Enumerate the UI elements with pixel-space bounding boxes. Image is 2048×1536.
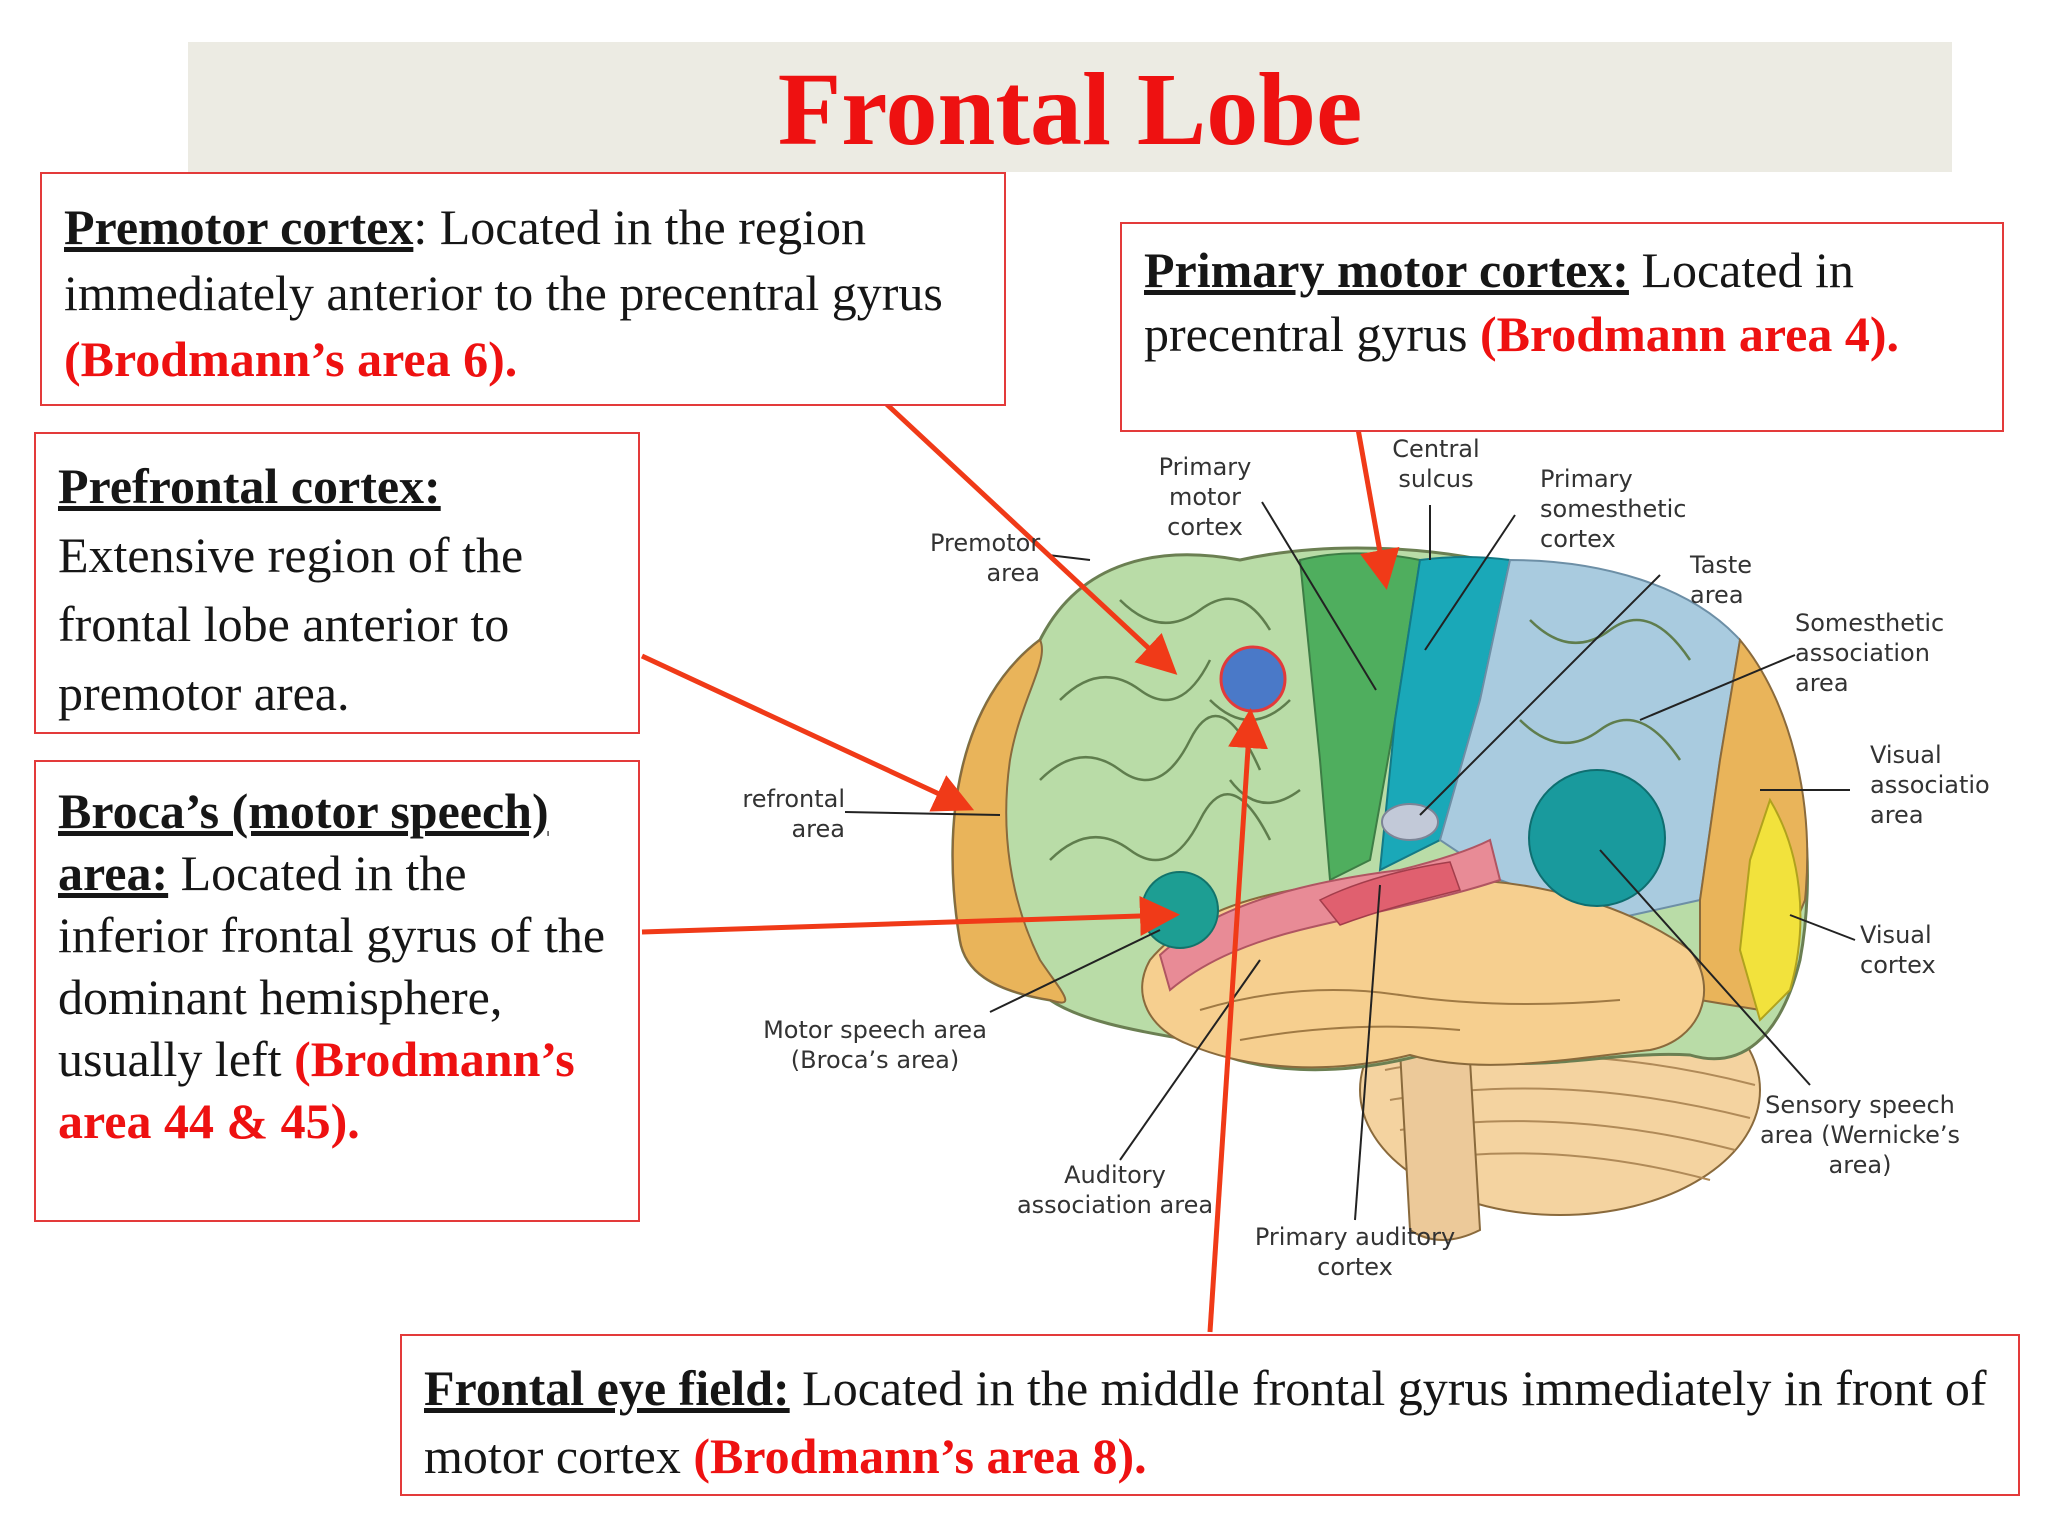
title-bar — [188, 42, 1952, 172]
broca-area-box: Broca’s (motor speech) area: Located in … — [34, 760, 640, 1222]
label-motor-speech-area: Motor speech area (Broca’s area) — [763, 1016, 987, 1074]
frontal-eye-field-box: Frontal eye field: Located in the middle… — [400, 1334, 2020, 1496]
somesthetic-association-region — [1438, 558, 1742, 922]
primary-motor-strip — [1298, 552, 1422, 882]
arrow-frontal-eye-field — [1207, 708, 1269, 1333]
label-primary-auditory-cortex: Primary auditory cortex — [1254, 1223, 1456, 1281]
label-primary-somesthetic-cortex: Primary somesthetic cortex — [1540, 465, 1687, 553]
prefrontal-term: Prefrontal cortex: — [58, 458, 441, 514]
label-visual-cortex: Visual cortex — [1860, 921, 1936, 979]
frontal-eye-field-term: Frontal eye field: — [424, 1360, 790, 1416]
gyri-lines — [1039, 597, 1692, 862]
label-central-sulcus: Central sulcus — [1392, 435, 1480, 493]
broca-brodmann-ref: (Brodmann’s area 44 & 45). — [58, 1031, 575, 1149]
broca-text: Located in the inferior frontal gyrus of… — [58, 845, 606, 1087]
primary-somesthetic-strip — [1378, 556, 1512, 872]
brain-outline — [951, 546, 1809, 1072]
broca-area-region — [1141, 871, 1219, 949]
premotor-term: Premotor cortex — [64, 199, 414, 255]
premotor-cortex-box: Premotor cortex: Located in the region i… — [40, 172, 1006, 406]
wernicke-area-region — [1528, 769, 1666, 907]
premotor-brodmann-ref: (Brodmann’s area 6). — [64, 331, 518, 387]
label-taste-area: Taste area — [1690, 551, 1753, 609]
visual-association-region — [1699, 637, 1809, 1012]
frontal-eye-field-marker — [1219, 645, 1287, 713]
brain-stem — [1398, 1048, 1482, 1241]
frontal-eye-field-brodmann-ref: (Brodmann’s area 8). — [693, 1428, 1147, 1484]
primary-motor-term: Primary motor cortex: — [1144, 242, 1629, 298]
auditory-association-band — [1158, 838, 1502, 992]
cerebellum — [1359, 964, 1761, 1216]
premotor-term-suffix: : — [413, 199, 428, 255]
prefrontal-region — [951, 638, 1067, 1004]
label-auditory-association-area: Auditory association area — [1016, 1161, 1214, 1219]
prefrontal-text: Extensive region of the frontal lobe ant… — [58, 527, 524, 721]
prefrontal-cortex-box: Prefrontal cortex: Extensive region of th… — [34, 432, 640, 734]
temporal-lobe — [1141, 878, 1706, 1069]
label-primary-motor-cortex: Primary motor cortex — [1158, 453, 1252, 541]
arrow-broca — [641, 895, 1180, 936]
temporal-gyri-lines — [1199, 989, 1621, 1041]
broca-term: Broca’s (motor speech) area: — [58, 783, 549, 901]
label-somesthetic-association-area: Somesthetic association area — [1795, 609, 1945, 697]
taste-area-region — [1381, 803, 1439, 841]
primary-motor-brodmann-ref: (Brodmann area 4). — [1479, 306, 1899, 362]
label-premotor-area: Premotor area — [930, 529, 1041, 587]
label-prefrontal-area: refrontal area — [742, 785, 845, 843]
visual-cortex-region — [1738, 797, 1802, 1022]
premotor-text: Located in the region immediately anteri… — [64, 199, 943, 321]
primary-auditory-band — [1318, 861, 1461, 926]
frontal-eye-field-text: Located in the middle frontal gyrus imme… — [424, 1360, 1987, 1484]
page-title: Frontal Lobe — [777, 52, 1363, 167]
label-sensory-speech-area: Sensory speech area (Wernicke’s area) — [1759, 1091, 1961, 1179]
label-visual-association-area: Visual associatio area — [1870, 741, 1990, 829]
primary-motor-text: Located in precentral gyrus — [1144, 242, 1854, 362]
primary-motor-cortex-box: Primary motor cortex: Located in precent… — [1120, 222, 2004, 432]
